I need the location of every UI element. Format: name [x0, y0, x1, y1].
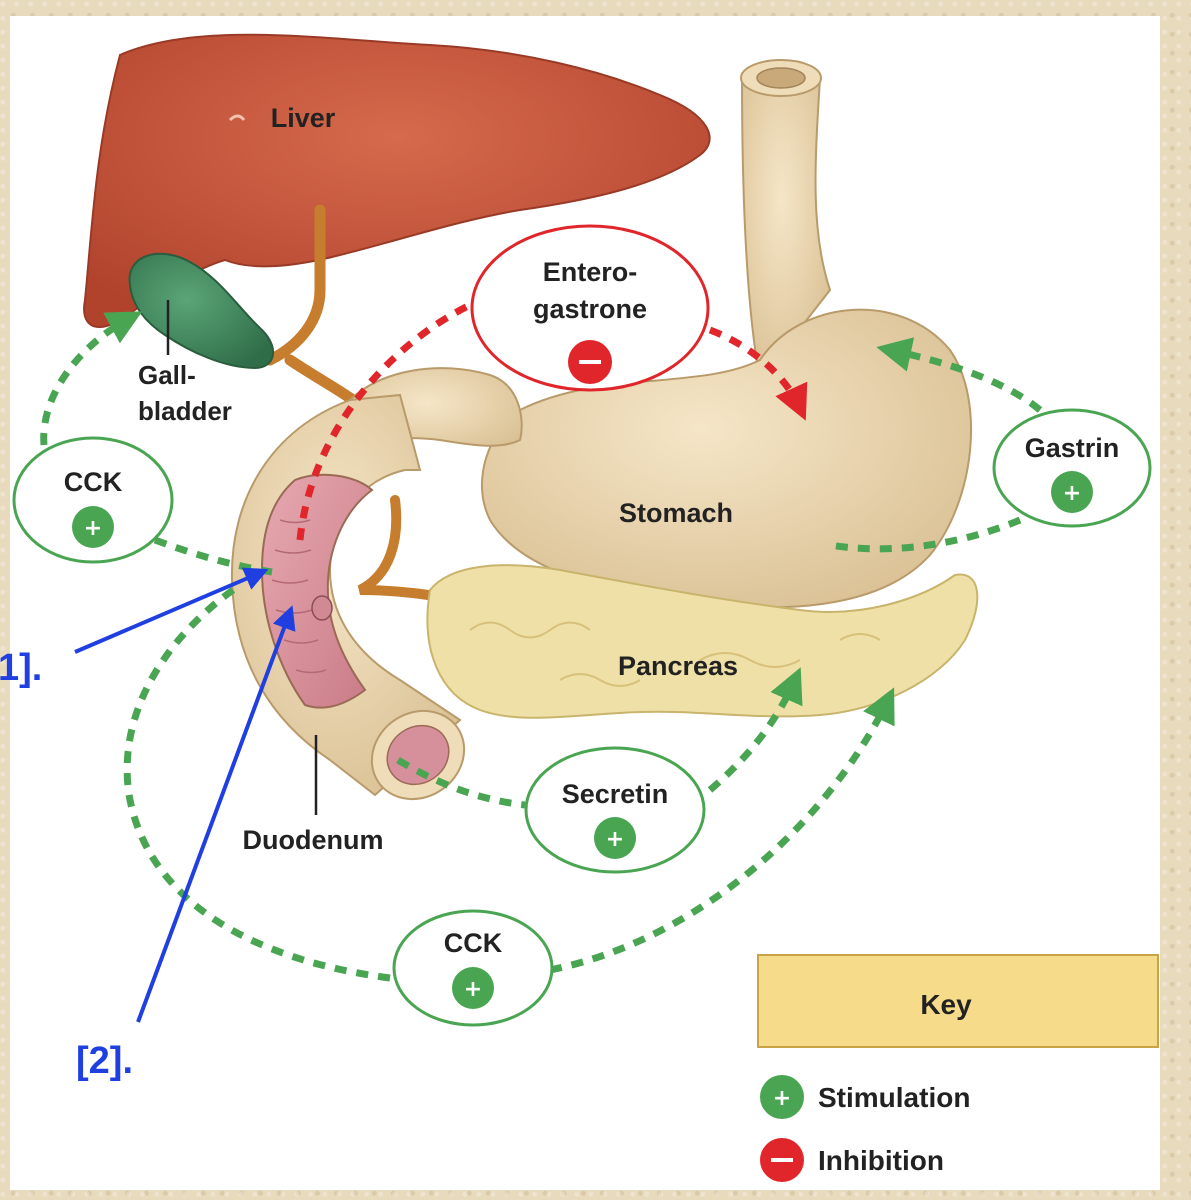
common-bile-duct	[284, 354, 366, 411]
gastrin-node: Gastrin +	[992, 408, 1152, 528]
key-stimulation-label: Stimulation	[818, 1082, 970, 1113]
pancreas-label: Pancreas	[618, 651, 738, 681]
key-stimulation: + Stimulation	[760, 1075, 970, 1119]
plus-sign: +	[773, 1086, 791, 1111]
stimulation-icon	[72, 506, 114, 548]
stimulation-icon	[452, 967, 494, 1009]
key-inhibition: Inhibition	[760, 1138, 944, 1182]
plus-sign: +	[464, 977, 482, 1002]
duodenum-lumen	[386, 724, 450, 786]
secretin-node: Secretin +	[524, 746, 706, 874]
gastrin-path-in	[829, 516, 1022, 553]
cck-lower-label: CCK	[444, 928, 503, 958]
marker-2-label: [2].	[76, 1040, 133, 1082]
stimulation-icon	[594, 817, 636, 859]
liver-label: Liver	[271, 103, 336, 133]
secretin-path-duodenum	[396, 756, 526, 809]
enterogastrone-label-2: gastrone	[533, 294, 647, 324]
cck-upper-node: CCK +	[12, 436, 174, 564]
cck-lower-path-duodenum	[123, 582, 391, 982]
liver-shape	[83, 33, 711, 329]
esophagus-lumen	[756, 67, 806, 89]
plus-sign: +	[606, 827, 624, 852]
duodenum-label: Duodenum	[243, 825, 384, 855]
marker-2-arrow	[136, 605, 296, 1023]
secretin-path-pancreas	[707, 667, 803, 793]
stimulation-icon	[760, 1075, 804, 1119]
gallbladder-label-1: Gall-	[138, 360, 196, 390]
key-box: Key	[757, 954, 1159, 1048]
plus-sign: +	[84, 516, 102, 541]
stimulation-icon	[1051, 471, 1093, 513]
plus-sign: +	[1063, 481, 1081, 506]
stomach-label: Stomach	[619, 498, 733, 528]
pancreas-texture	[469, 621, 881, 687]
cck-upper-label: CCK	[64, 467, 123, 497]
enterogastrone-node: Entero- gastrone	[470, 224, 710, 392]
cck-lower-path-pancreas	[549, 687, 895, 974]
gallbladder-label-2: bladder	[138, 396, 232, 426]
bile-duct	[264, 204, 326, 366]
secretin-label: Secretin	[562, 779, 669, 809]
enterogastrone-label-1: Entero-	[543, 257, 638, 287]
pancreas-shape	[426, 564, 979, 719]
cck-lower-node: CCK +	[392, 909, 554, 1027]
marker-1-arrow	[74, 567, 269, 654]
marker-1-label: 1].	[0, 647, 42, 689]
gastrin-label: Gastrin	[1025, 433, 1120, 463]
ampulla	[311, 595, 333, 621]
liver-highlight	[228, 114, 246, 122]
key-inhibition-label: Inhibition	[818, 1145, 944, 1176]
gastrin-path-out	[876, 337, 1043, 413]
cck-upper-path-gallbladder	[40, 311, 143, 446]
gallbladder-shape	[128, 252, 275, 370]
key-title: Key	[920, 989, 972, 1020]
